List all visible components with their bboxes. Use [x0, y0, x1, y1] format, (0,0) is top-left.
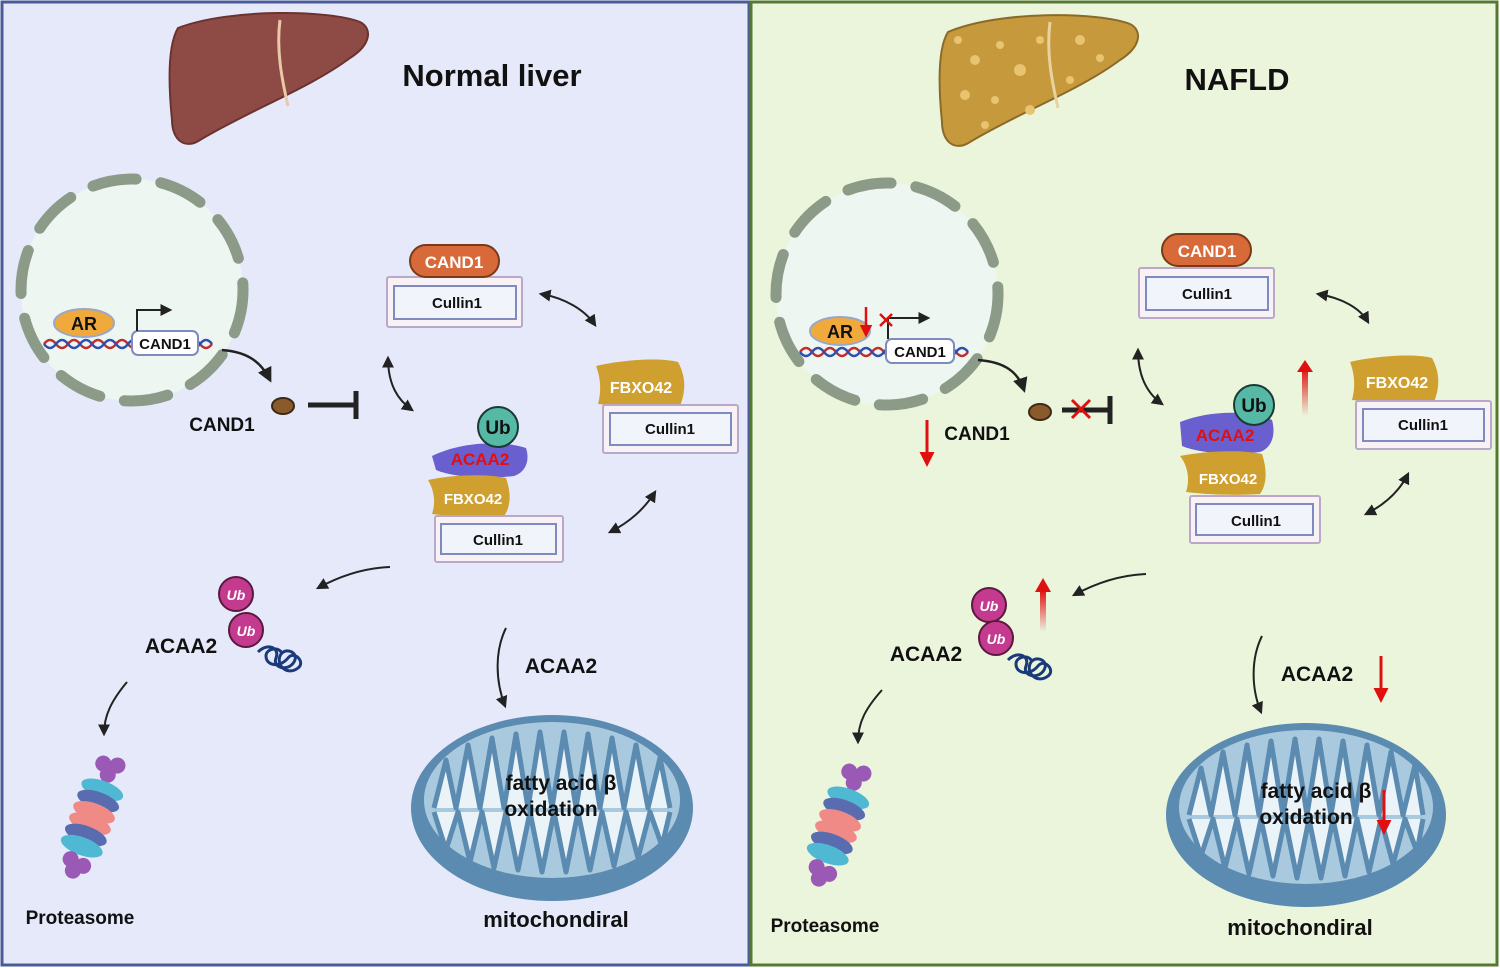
acaa2-complex-shape-left	[432, 443, 528, 478]
arrow-to-mitochondria-left	[495, 627, 508, 709]
cand1-pill-label-right: CAND1	[1178, 242, 1237, 261]
nucleus-right	[770, 177, 1004, 411]
inhibition-blocked-cross	[1070, 398, 1092, 420]
fbxo42-right-label-left: FBXO42	[610, 380, 672, 397]
acaa2-mito-label-left: ACAA2	[525, 655, 597, 678]
fbxo42-right-shape-right	[1350, 355, 1439, 404]
cullin1-top-box-left	[393, 285, 517, 320]
inhibition-symbol-left	[308, 391, 359, 419]
fbxo42-right-label-right: FBXO42	[1366, 375, 1428, 392]
cullin1-top-label-left: Cullin1	[432, 295, 482, 312]
ub-tag-2-right	[978, 620, 1014, 656]
ub-tag-2-left	[228, 612, 264, 648]
mitochondrial-label-left: mitochondiral	[483, 907, 628, 932]
arrow-to-proteasome-left	[98, 681, 128, 737]
cullin1-complex-box-right	[1195, 503, 1314, 536]
transcription-arrow-left	[136, 304, 173, 331]
ub-complex-label-left: Ub	[485, 418, 510, 439]
ub-tag-2-label-right: Ub	[987, 631, 1006, 647]
export-arrow-right	[977, 358, 1028, 393]
complex-increase-arrow-shaft	[1302, 368, 1308, 416]
acaa2-ubiquitinated-label-left: ACAA2	[145, 635, 217, 658]
fatty-acid-line2-right: oxidation	[1259, 806, 1352, 829]
cycle-arrow-top-right-left	[538, 289, 597, 327]
transcription-blocked-cross	[879, 313, 893, 327]
cand1-protein-dot-left	[271, 397, 295, 415]
cullin1-right-box-left	[609, 412, 732, 446]
arrow-to-ubiquitinated-right	[1071, 573, 1147, 597]
fbxo42-complex-label-right: FBXO42	[1199, 471, 1257, 488]
unfolded-protein-right	[1006, 653, 1053, 681]
cand1-protein-label-right: CAND1	[944, 424, 1010, 445]
cycle-arrow-top-left-right	[1132, 347, 1164, 406]
proteasome-icon-left	[60, 755, 126, 879]
cullin1-complex-label-right: Cullin1	[1231, 513, 1281, 530]
export-arrow-left	[221, 348, 272, 383]
ub-complex-label-right: Ub	[1241, 396, 1266, 417]
normal-liver-icon	[168, 12, 369, 145]
arrow-to-ubiquitinated-left	[315, 566, 391, 590]
fbxo42-complex-shape-right	[1180, 451, 1266, 495]
fatty-acid-line1-left: fatty acid β	[506, 772, 617, 795]
cand1-gene-label-left: CAND1	[139, 336, 191, 353]
ub-complex-circle-right	[1233, 384, 1275, 426]
proteasome-icon-right	[806, 763, 872, 887]
cand1-pill-right	[1161, 233, 1252, 267]
mitochondrial-label-right: mitochondiral	[1227, 915, 1372, 940]
proteasome-label-left: Proteasome	[26, 908, 135, 929]
ar-receptor-left	[53, 308, 115, 338]
arrow-to-proteasome-right	[852, 689, 883, 745]
acaa2-mito-label-right: ACAA2	[1281, 663, 1353, 686]
page-title-left: Normal liver	[402, 58, 581, 93]
cand1-protein-label-left: CAND1	[189, 415, 255, 436]
arrow-to-mitochondria-right	[1251, 635, 1263, 715]
acaa2-complex-label-right: ACAA2	[1196, 426, 1255, 445]
mitochondrion-right	[1166, 723, 1446, 907]
page-title-right: NAFLD	[1184, 62, 1289, 97]
fbxo42-complex-label-left: FBXO42	[444, 491, 502, 508]
fatty-acid-line1-right: fatty acid β	[1261, 780, 1372, 803]
cullin1-right-box-right	[1362, 408, 1485, 442]
cycle-arrow-bottom-right-left	[607, 489, 657, 534]
cullin1-top-label-right: Cullin1	[1182, 286, 1232, 303]
cand1-gene-box-right	[885, 338, 955, 364]
cand1-gene-label-right: CAND1	[894, 344, 946, 361]
fbxo42-right-shape-left	[596, 359, 685, 408]
nafld-panel: NAFLD AR CAND1 CAND1	[749, 0, 1499, 967]
ar-label-left: AR	[71, 314, 97, 334]
acaa2-ubiquitinated-label-right: ACAA2	[890, 643, 962, 666]
degradation-increase-arrow-head	[1035, 578, 1051, 592]
ub-tag-1-label-right: Ub	[980, 598, 999, 614]
cullin1-top-box-right	[1145, 276, 1269, 311]
ub-tag-1-left	[218, 576, 254, 612]
acaa2-complex-label-left: ACAA2	[451, 450, 510, 469]
cycle-arrow-bottom-right-right	[1363, 471, 1410, 516]
proteasome-label-right: Proteasome	[771, 916, 880, 937]
cand1-gene-box-left	[131, 330, 199, 356]
degradation-increase-arrow-shaft	[1040, 590, 1046, 632]
cand1-pill-label-left: CAND1	[425, 253, 484, 272]
fbxo42-complex-shape-left	[428, 475, 510, 517]
cand1-pill-left	[409, 244, 500, 278]
cullin1-right-label-left: Cullin1	[645, 421, 695, 438]
ar-label-right: AR	[827, 322, 853, 342]
inhibition-symbol-right	[1062, 396, 1113, 424]
ub-complex-circle-left	[477, 406, 519, 448]
cycle-arrow-top-right-right	[1315, 289, 1370, 325]
ub-tag-1-label-left: Ub	[227, 587, 246, 603]
complex-increase-arrow-head	[1297, 360, 1313, 372]
cullin1-complex-label-left: Cullin1	[473, 532, 523, 549]
mitochondrion-left	[411, 715, 693, 901]
nafld-liver-icon	[938, 14, 1139, 147]
cullin1-right-label-right: Cullin1	[1398, 417, 1448, 434]
unfolded-protein-left	[256, 645, 303, 673]
normal-liver-panel: Normal liver AR CAND1 CAND1 Cullin1 CAND…	[0, 0, 751, 967]
ub-tag-2-label-left: Ub	[237, 623, 256, 639]
cand1-protein-dot-right	[1028, 403, 1052, 421]
fatty-acid-line2-left: oxidation	[504, 798, 597, 821]
cycle-arrow-top-left-left	[382, 355, 414, 412]
cullin1-complex-box-left	[440, 523, 557, 555]
nucleus-left	[15, 173, 249, 407]
